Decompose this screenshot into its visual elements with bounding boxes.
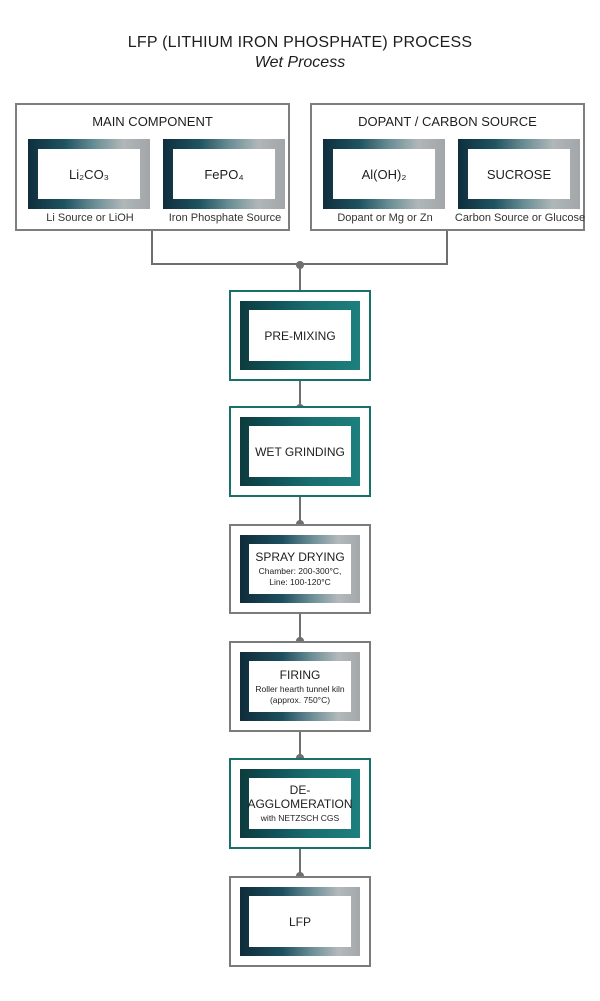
step-pre-mixing: PRE-MIXING (229, 290, 371, 381)
step-detail: (approx. 750°C) (269, 694, 331, 705)
step-label: LFP (288, 914, 311, 929)
step-content: DE-AGGLOMERATION with NETZSCH CGS (247, 778, 353, 829)
main-component-group: MAIN COMPONENT Li₂CO₃ Li Source or LiOH … (15, 103, 290, 231)
step-frame: LFP (240, 887, 360, 956)
step-content: SPRAY DRYING Chamber: 200-300°C, Line: 1… (249, 544, 351, 594)
connector-1-2 (299, 381, 301, 406)
step-label: SPRAY DRYING (255, 550, 345, 564)
connector-to-premix (299, 263, 301, 290)
connector-4-5 (299, 732, 301, 758)
step-label: FIRING (279, 667, 321, 682)
connector-right-drop (446, 231, 448, 265)
component-formula: SUCROSE (468, 149, 570, 199)
step-detail: Chamber: 200-300°C, (258, 566, 342, 576)
component-formula: FePO₄ (173, 149, 275, 199)
component-frame: SUCROSE (458, 139, 580, 209)
component-frame: Li₂CO₃ (28, 139, 150, 209)
step-content: LFP (249, 896, 351, 947)
component-caption: Dopant or Mg or Zn (337, 212, 433, 224)
component-caption: Li Source or LiOH (46, 212, 134, 224)
step-content: FIRING Roller hearth tunnel kiln (approx… (249, 661, 351, 712)
connector-5-6 (299, 849, 301, 876)
connector-3-4 (299, 614, 301, 641)
component-caption: Iron Phosphate Source (168, 212, 282, 224)
step-frame: PRE-MIXING (240, 301, 360, 370)
step-content: PRE-MIXING (249, 310, 351, 361)
component-caption: Carbon Source or Glucose (454, 212, 586, 224)
dopant-carbon-group: DOPANT / CARBON SOURCE Al(OH)₂ Dopant or… (310, 103, 585, 231)
step-lfp: LFP (229, 876, 371, 967)
step-wet-grinding: WET GRINDING (229, 406, 371, 497)
group-title: DOPANT / CARBON SOURCE (358, 114, 537, 129)
step-content: WET GRINDING (249, 426, 351, 477)
step-detail: with NETZSCH CGS (260, 813, 340, 823)
group-title: MAIN COMPONENT (92, 114, 213, 129)
step-de-agglomeration: DE-AGGLOMERATION with NETZSCH CGS (229, 758, 371, 849)
step-label: WET GRINDING (255, 444, 345, 459)
component-li2co3: Li₂CO₃ Li Source or LiOH (28, 139, 150, 224)
component-aloh2: Al(OH)₂ Dopant or Mg or Zn (323, 139, 445, 224)
component-frame: Al(OH)₂ (323, 139, 445, 209)
component-frame: FePO₄ (163, 139, 285, 209)
step-frame: FIRING Roller hearth tunnel kiln (approx… (240, 652, 360, 721)
step-label: PRE-MIXING (264, 328, 336, 343)
component-formula: Al(OH)₂ (333, 149, 435, 199)
step-detail: Line: 100-120°C (269, 577, 331, 587)
diagram-title: LFP (LITHIUM IRON PHOSPHATE) PROCESS (127, 34, 473, 51)
component-fepo4: FePO₄ Iron Phosphate Source (163, 139, 285, 224)
connector-dot (296, 261, 304, 269)
step-label: DE-AGGLOMERATION (247, 783, 353, 811)
step-frame: SPRAY DRYING Chamber: 200-300°C, Line: 1… (240, 535, 360, 603)
component-sucrose: SUCROSE Carbon Source or Glucose (455, 139, 585, 224)
step-frame: DE-AGGLOMERATION with NETZSCH CGS (240, 769, 360, 838)
component-formula: Li₂CO₃ (38, 149, 140, 199)
step-spray-drying: SPRAY DRYING Chamber: 200-300°C, Line: 1… (229, 524, 371, 614)
diagram-subtitle: Wet Process (254, 54, 346, 71)
step-firing: FIRING Roller hearth tunnel kiln (approx… (229, 641, 371, 732)
connector-2-3 (299, 497, 301, 524)
step-frame: WET GRINDING (240, 417, 360, 486)
connector-left-drop (151, 231, 153, 265)
step-detail: Roller hearth tunnel kiln (255, 683, 345, 694)
